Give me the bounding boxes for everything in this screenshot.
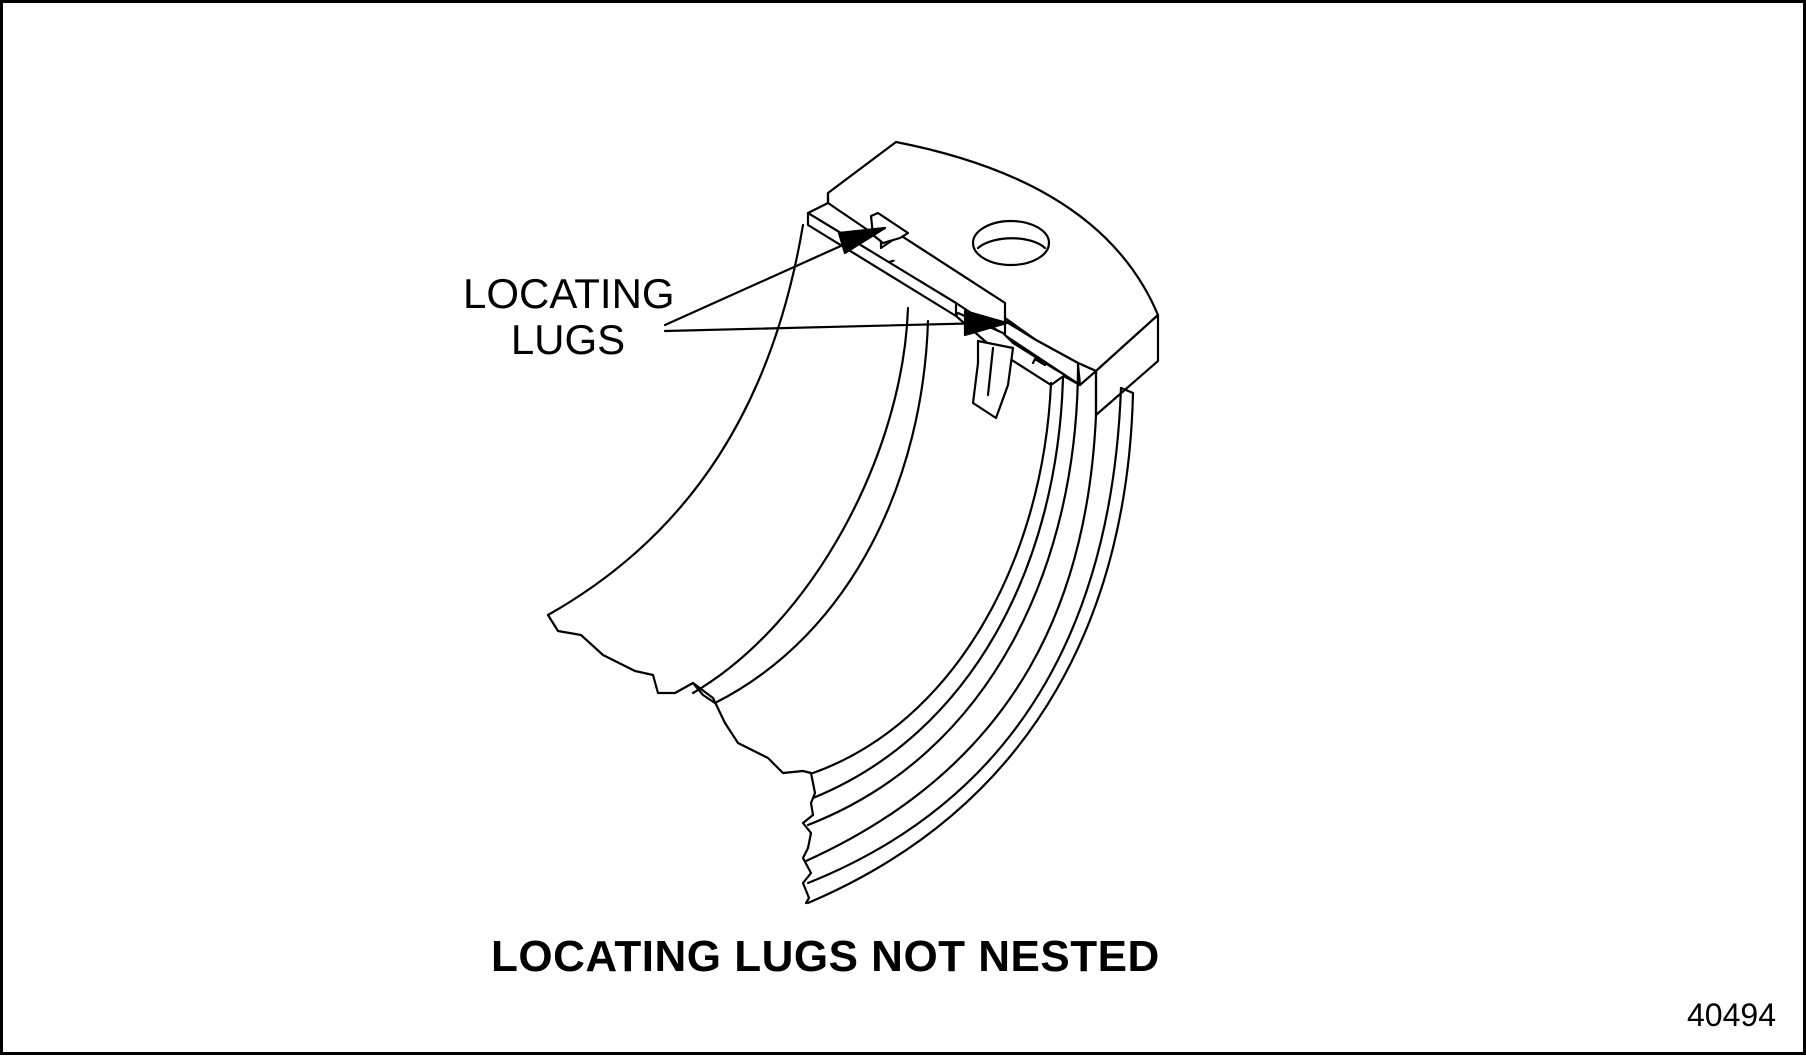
arrowhead-lower bbox=[963, 309, 1009, 337]
locating-lugs-callout: LOCATING LUGS bbox=[463, 270, 675, 363]
arrowhead-upper bbox=[837, 226, 887, 255]
lower-locating-lug bbox=[971, 339, 1015, 420]
callout-line-1: LOCATING bbox=[463, 270, 675, 317]
leader-line-upper bbox=[663, 234, 865, 327]
shell-walls bbox=[546, 223, 1135, 905]
callout-line-2: LUGS bbox=[510, 316, 626, 363]
bearing-shell-illustration bbox=[546, 140, 1160, 905]
leader-line-lower bbox=[663, 321, 990, 333]
break-line bbox=[546, 613, 817, 905]
callout-leaders bbox=[663, 226, 1009, 337]
figure-number: 40494 bbox=[1687, 997, 1776, 1033]
oil-hole bbox=[971, 219, 1051, 267]
figure-caption: LOCATING LUGS NOT NESTED bbox=[491, 932, 1160, 981]
